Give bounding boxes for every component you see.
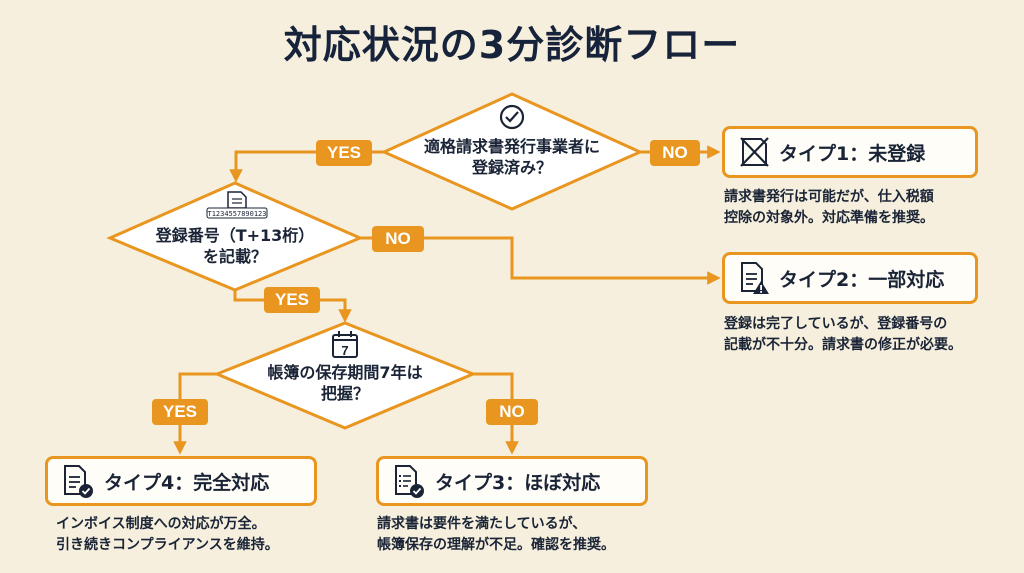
result-type1-desc-line2: 控除の対象外。対応準備を推奨。	[724, 210, 934, 226]
crossed-document-icon	[740, 137, 769, 167]
result-type3-desc-line2: 帳簿保存の理解が不足。確認を推奨。	[377, 537, 615, 553]
question-q1: 適格請求書発行事業者に 登録済み？	[424, 136, 600, 178]
branch-label-q1-no: NO	[650, 140, 700, 166]
result-type2-label: タイプ2：一部対応	[779, 268, 945, 291]
result-type1-desc-line1: 請求書発行は可能だが、仕入税額	[724, 189, 934, 205]
result-type1-label: タイプ1：未登録	[779, 142, 926, 165]
result-type4-description: インボイス制度への対応が万全。 引き続きコンプライアンスを維持。	[56, 514, 279, 556]
question-q1-line1: 適格請求書発行事業者に	[423, 137, 601, 156]
document-check-icon	[64, 465, 93, 498]
branch-label-q2-yes: YES	[264, 287, 320, 313]
question-q3-line2: 把握？	[320, 384, 370, 403]
result-type4: タイプ4：完全対応	[45, 456, 317, 506]
result-type3-label: タイプ3：ほぼ対応	[435, 471, 601, 494]
calendar-number: 7	[341, 343, 348, 358]
result-type1-description: 請求書発行は可能だが、仕入税額 控除の対象外。対応準備を推奨。	[724, 187, 934, 229]
document-registration-number-icon: T1234557890123	[206, 191, 268, 219]
question-q3-line1: 帳簿の保存期間7年は	[267, 363, 423, 382]
result-type4-label: タイプ4：完全対応	[104, 471, 270, 494]
result-type3: タイプ3：ほぼ対応	[376, 456, 648, 506]
question-q2-line1: 登録番号（T+13桁）	[155, 226, 315, 245]
result-type3-description: 請求書は要件を満たしているが、 帳簿保存の理解が不足。確認を推奨。	[377, 514, 615, 556]
result-type4-desc-line1: インボイス制度への対応が万全。	[56, 516, 266, 532]
decision-diamond-q1	[380, 92, 644, 211]
result-type2-desc-line1: 登録は完了しているが、登録番号の	[724, 316, 948, 332]
result-type1: タイプ1：未登録	[722, 126, 978, 178]
question-q2-line2: を記載？	[202, 247, 267, 266]
result-type2: タイプ2：一部対応	[722, 252, 978, 304]
branch-label-q3-yes: YES	[152, 399, 208, 425]
checklist-document-check-icon	[395, 465, 424, 498]
question-q3: 帳簿の保存期間7年は 把握？	[267, 362, 422, 404]
page-title: 対応状況の3分診断フロー	[283, 23, 741, 67]
registration-number-sample: T1234557890123	[207, 210, 266, 218]
branch-label-q2-no: NO	[372, 226, 424, 252]
result-type2-description: 登録は完了しているが、登録番号の 記載が不十分。請求書の修正が必要。	[724, 314, 962, 356]
connector-q3-no	[473, 372, 519, 455]
calendar-icon: 7	[332, 331, 358, 358]
result-type4-desc-line2: 引き続きコンプライアンスを維持。	[56, 537, 279, 553]
branch-label-q3-no: NO	[486, 399, 538, 425]
decision-diamond-q3	[213, 321, 477, 430]
connector-q3-yes	[173, 372, 217, 455]
question-q1-line2: 登録済み？	[471, 158, 553, 177]
check-circle-icon	[499, 104, 525, 130]
result-type2-desc-line2: 記載が不十分。請求書の修正が必要。	[724, 337, 962, 353]
branch-label-q1-yes: YES	[316, 140, 372, 166]
question-q2: 登録番号（T+13桁） を記載？	[156, 225, 315, 267]
connector-q2-no	[360, 236, 721, 285]
result-type3-desc-line1: 請求書は要件を満たしているが、	[377, 516, 587, 532]
document-warning-icon	[741, 262, 769, 294]
